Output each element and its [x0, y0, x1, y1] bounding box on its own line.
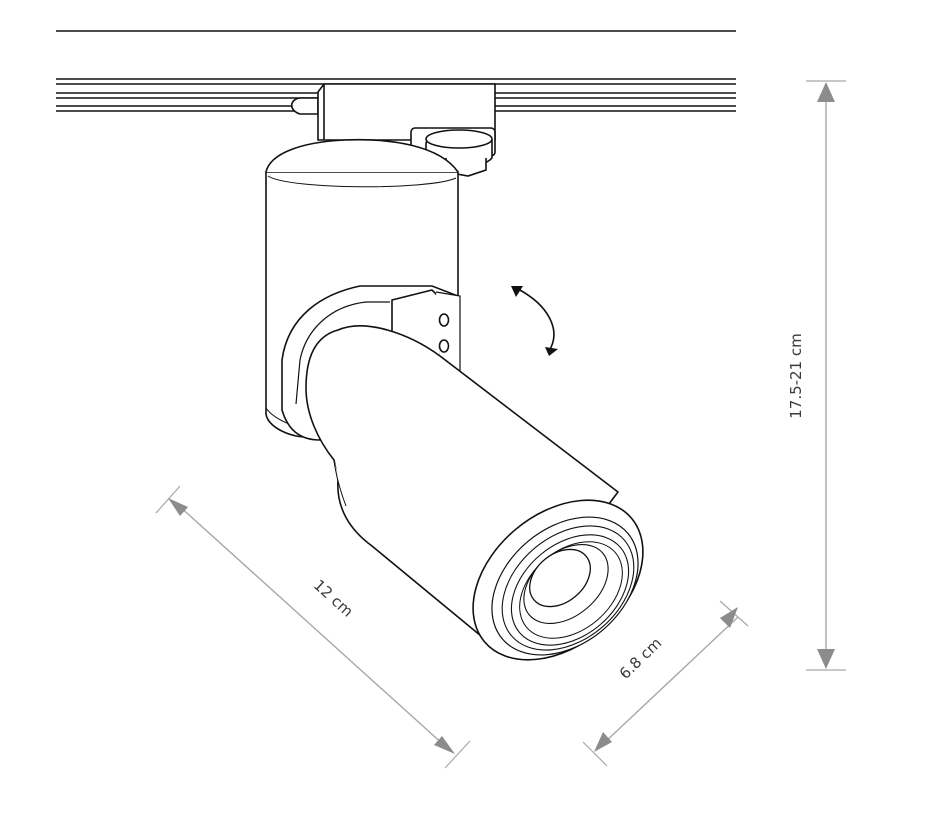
lens-head	[472, 499, 644, 661]
diameter-extension-bottom	[582, 741, 608, 767]
height-arrowhead-top	[817, 82, 835, 102]
height-label: 17.5-21 cm	[787, 333, 805, 419]
diameter-arrowhead-bottom	[594, 732, 612, 752]
length-arrowhead-top	[168, 498, 188, 516]
dimension-height: 17.5-21 cm	[787, 80, 846, 671]
diameter-label: 6.8 cm	[616, 634, 666, 683]
rotation-arrow	[511, 286, 558, 356]
length-dimension-line	[177, 504, 446, 747]
diameter-arrowhead-top	[720, 607, 738, 628]
length-arrowhead-bottom	[434, 736, 455, 754]
length-label: 12 cm	[310, 576, 357, 621]
length-extension-top	[155, 485, 181, 514]
height-arrowhead-bottom	[817, 649, 835, 669]
diameter-dimension-line	[602, 616, 739, 745]
length-extension-bottom	[444, 740, 471, 769]
